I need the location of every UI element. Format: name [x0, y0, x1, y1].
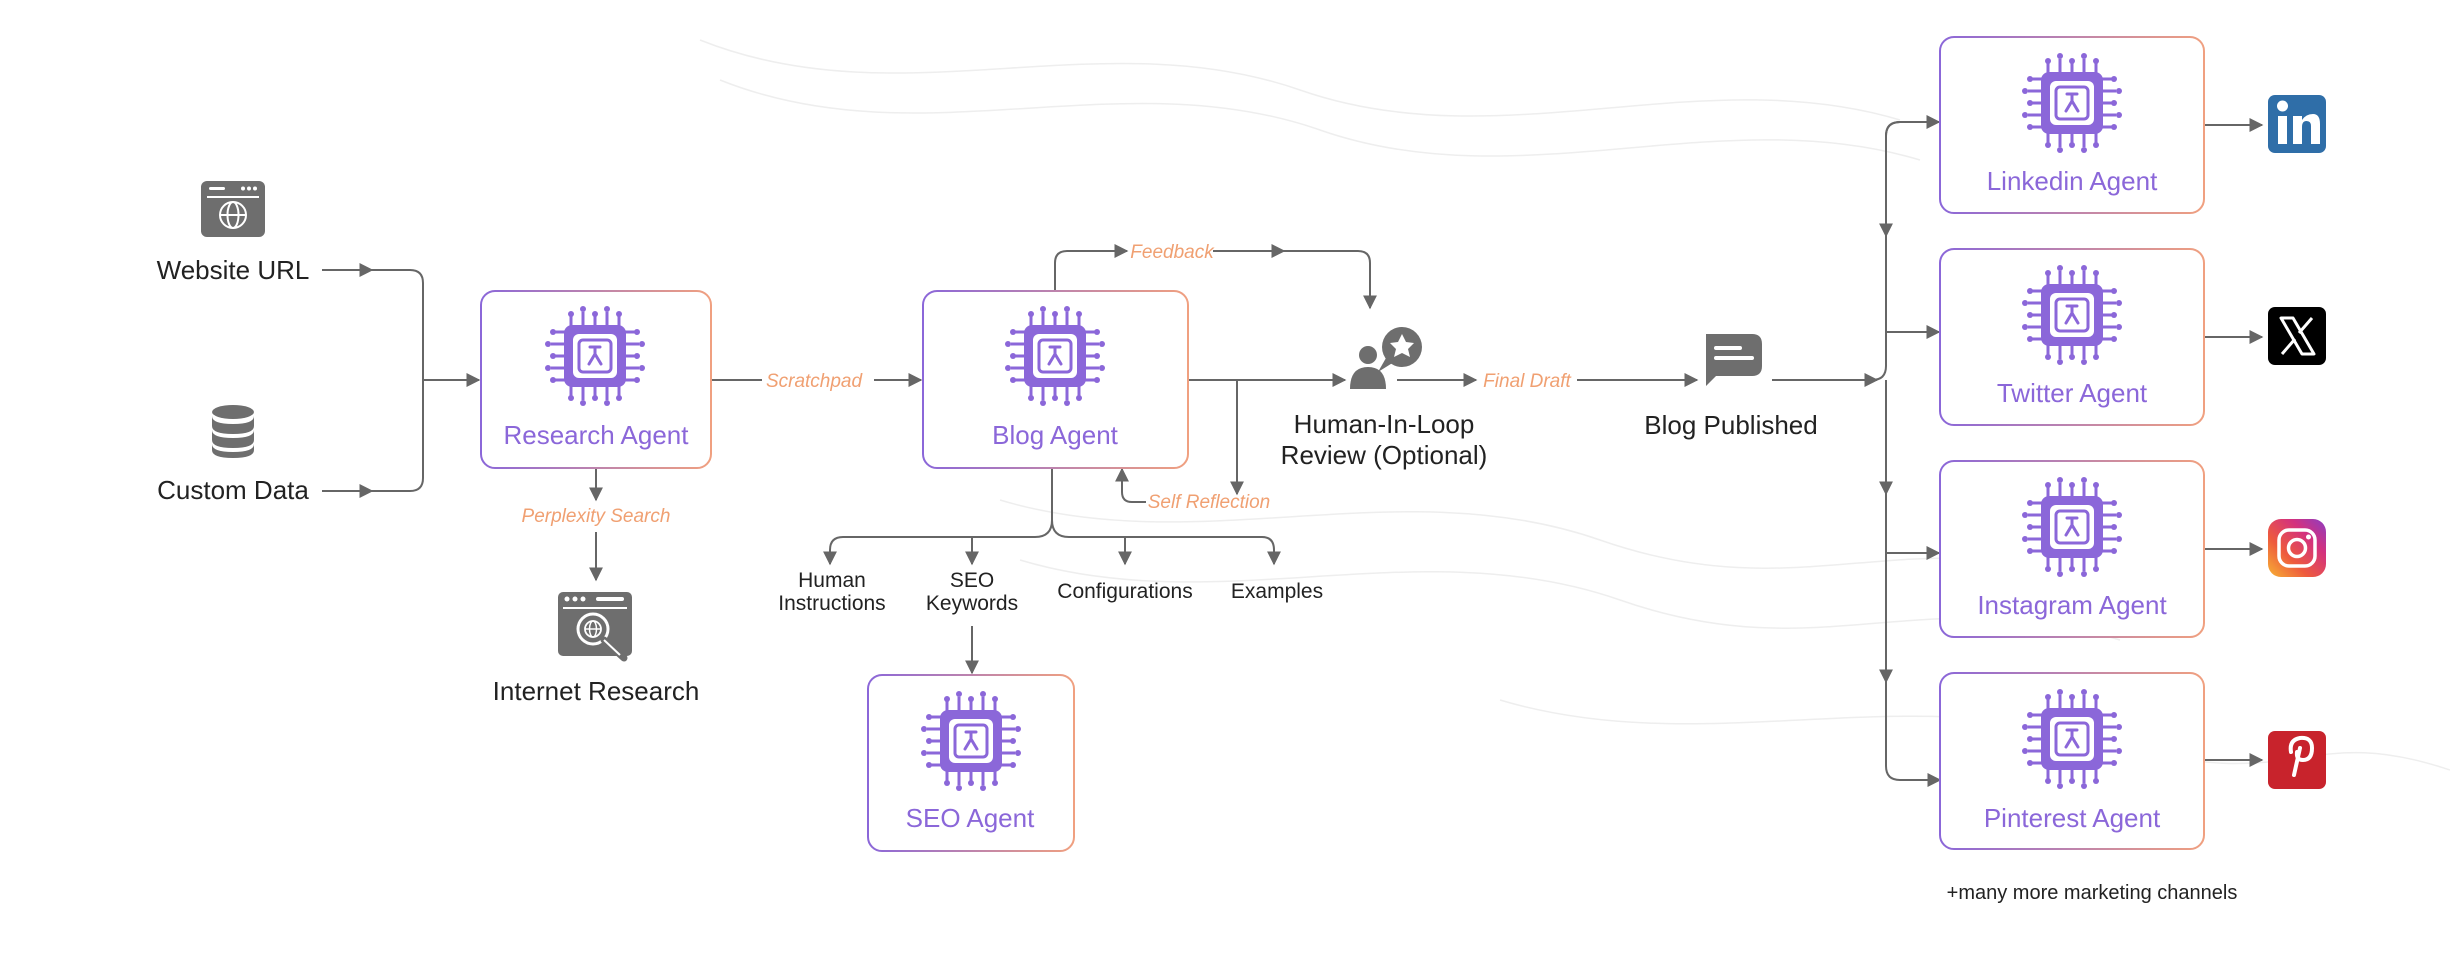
connectors	[322, 115, 2264, 787]
twitter-agent-label: Twitter Agent	[1997, 378, 2148, 408]
review-label-line2: Review (Optional)	[1281, 440, 1488, 470]
custom-data-label: Custom Data	[157, 475, 309, 505]
seo-agent-label: SEO Agent	[906, 803, 1035, 833]
linkedin-agent-node: Linkedin Agent	[1939, 36, 2205, 214]
more-channels-note: +many more marketing channels	[1947, 882, 2238, 904]
seo-keywords-label-line2: Keywords	[926, 592, 1018, 615]
instagram-agent-node: Instagram Agent	[1939, 460, 2205, 638]
human-review-node: Human-In-Loop Review (Optional)	[1281, 327, 1488, 470]
instagram-logo-icon	[2268, 519, 2326, 577]
blog-agent-label: Blog Agent	[992, 420, 1119, 450]
linkedin-logo-icon	[2268, 95, 2326, 153]
browser-globe-icon	[201, 181, 265, 237]
seo-agent-node: SEO Agent	[867, 674, 1075, 852]
self-reflection-label: Self Reflection	[1148, 492, 1271, 513]
scratchpad-label: Scratchpad	[766, 371, 864, 392]
human-instructions-label-line2: Instructions	[778, 592, 885, 615]
research-agent-label: Research Agent	[503, 420, 689, 450]
review-label-line1: Human-In-Loop	[1294, 409, 1475, 439]
seo-keywords-label-line1: SEO	[950, 569, 994, 592]
pinterest-agent-label: Pinterest Agent	[1984, 803, 2161, 833]
blog-post-icon	[1706, 334, 1762, 386]
internet-research-node: Internet Research	[493, 592, 700, 706]
blog-published-node: Blog Published	[1644, 334, 1818, 440]
perplexity-search-label: Perplexity Search	[522, 506, 671, 527]
website-url-node: Website URL	[157, 181, 310, 285]
x-logo-icon	[2268, 307, 2326, 365]
internet-research-label: Internet Research	[493, 676, 700, 706]
examples-label: Examples	[1231, 580, 1323, 603]
custom-data-node: Custom Data	[157, 405, 309, 505]
database-icon	[212, 405, 254, 458]
human-instructions-label-line1: Human	[798, 569, 866, 592]
feedback-label: Feedback	[1130, 242, 1215, 263]
research-agent-node: Research Agent	[480, 290, 712, 469]
website-url-label: Website URL	[157, 255, 310, 285]
blog-agent-node: Blog Agent	[922, 290, 1189, 469]
final-draft-label: Final Draft	[1483, 371, 1571, 392]
linkedin-agent-label: Linkedin Agent	[1987, 166, 2158, 196]
pinterest-agent-node: Pinterest Agent	[1939, 672, 2205, 850]
configurations-label: Configurations	[1057, 580, 1192, 603]
instagram-agent-label: Instagram Agent	[1977, 590, 2167, 620]
web-search-icon	[558, 592, 632, 662]
user-feedback-icon	[1350, 327, 1422, 389]
blog-published-label: Blog Published	[1644, 410, 1817, 440]
twitter-agent-node: Twitter Agent	[1939, 248, 2205, 426]
pinterest-logo-icon	[2268, 731, 2326, 789]
